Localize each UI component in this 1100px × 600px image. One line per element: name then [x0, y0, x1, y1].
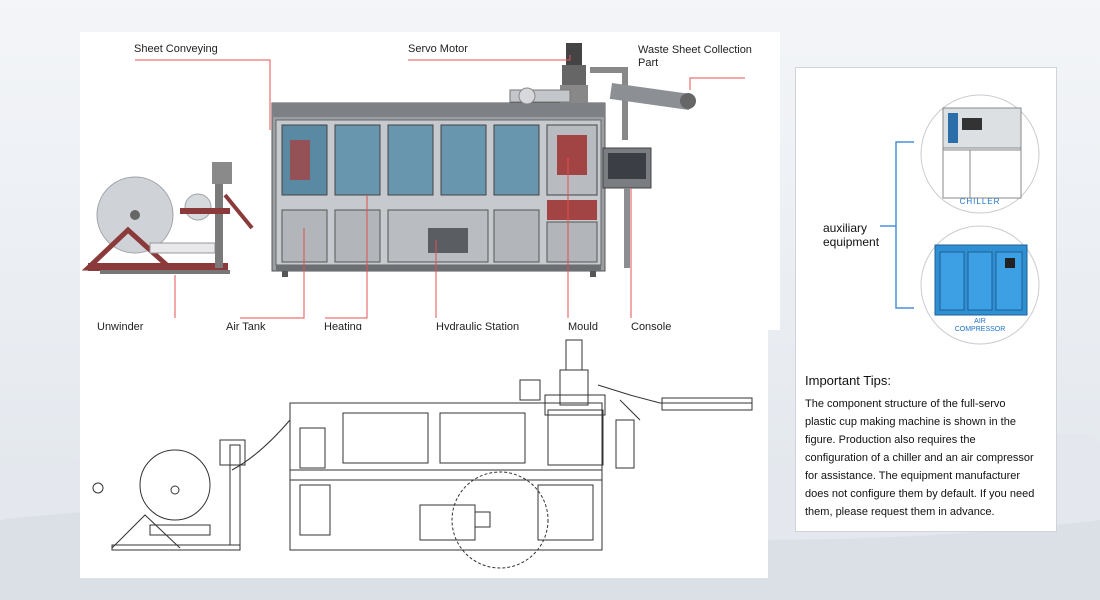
auxiliary-equipment-label: auxiliary equipment	[823, 221, 880, 249]
label-servo-motor: Servo Motor	[408, 43, 468, 55]
important-tips-body: The component structure of the full-serv…	[805, 398, 1035, 518]
line-drawing-panel	[80, 330, 768, 578]
chiller-caption: CHILLER	[959, 197, 1001, 206]
console-unit	[602, 147, 652, 268]
waste-sheet-collection	[590, 67, 696, 140]
air-compressor-caption: AIR COMPRESSOR	[954, 318, 1006, 333]
label-waste-sheet: Waste Sheet Collection Part	[638, 44, 752, 69]
machine-frame	[271, 102, 606, 277]
important-tips-title: Important Tips:	[805, 373, 891, 388]
callout-lines	[135, 55, 745, 319]
servo-motor	[509, 43, 588, 105]
label-sheet-conveying: Sheet Conveying	[134, 43, 218, 55]
unwinder-unit	[81, 162, 254, 274]
